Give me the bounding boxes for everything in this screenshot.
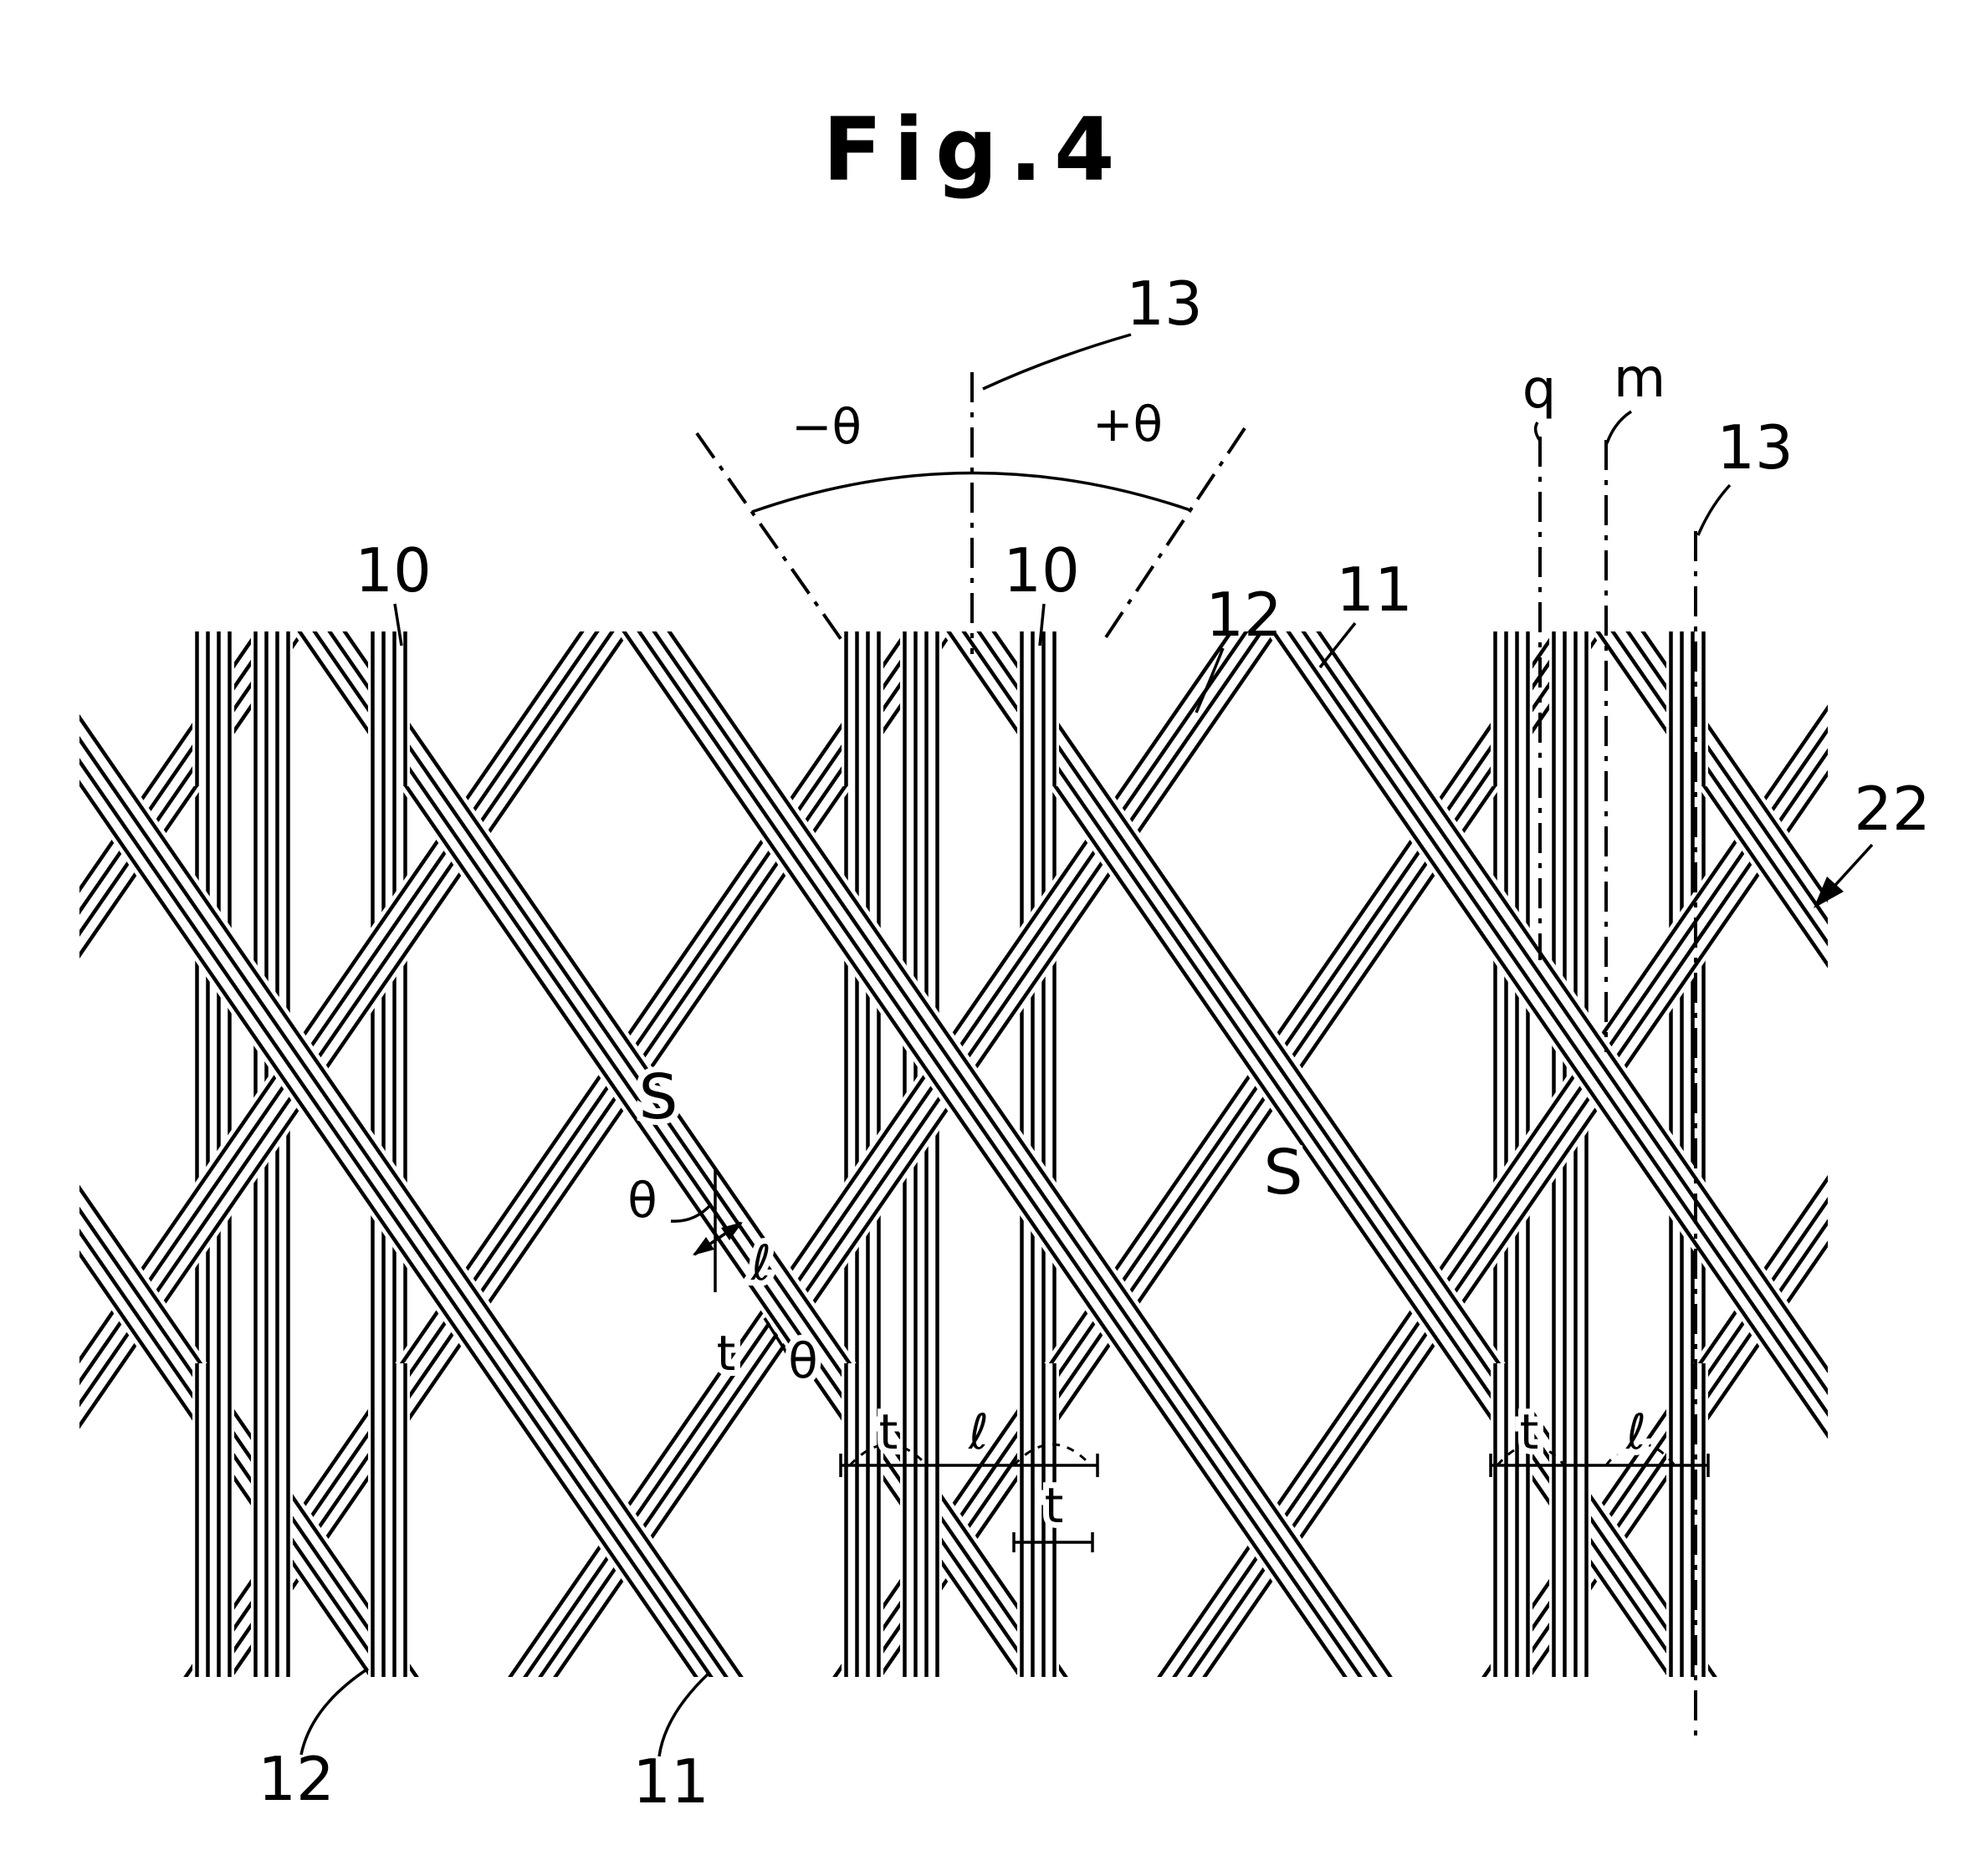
axis-lines (695, 372, 1697, 1738)
arrowhead (693, 1237, 714, 1255)
t-label-bottom-center-1: t (879, 1403, 898, 1460)
ref-11-bottom: 11 (632, 1746, 709, 1817)
vertical-strand-over (1549, 1363, 1591, 1677)
fan-angle-arc (751, 471, 1191, 514)
leader-theta-2 (763, 1317, 790, 1356)
ref-13-top: 13 (1126, 268, 1203, 339)
leader-11-bottom (657, 1671, 711, 1757)
plus-theta-label: +θ (1092, 396, 1163, 452)
vertical-strand-over (192, 631, 234, 786)
vertical-strand-over (368, 1363, 410, 1677)
leader-11-top (1318, 621, 1357, 669)
vertical-strand-over (1549, 631, 1591, 786)
vertical-strand-over (1491, 631, 1532, 786)
diagonal-strand-right (79, 707, 749, 1677)
leader-q (1533, 422, 1542, 442)
leader-13-right (1696, 483, 1732, 536)
vertical-strand-over (1666, 631, 1708, 786)
theta-label-2: θ (788, 1332, 818, 1389)
leader-13-top (982, 333, 1132, 391)
diagonal-strand-right (941, 631, 1722, 1677)
vertical-strand-over (842, 631, 883, 786)
vertical-strand-over (842, 1363, 883, 1677)
t-label-bottom-center-2: t (1045, 1477, 1064, 1534)
leader-10-center (1038, 603, 1046, 647)
theta-label-1: θ (627, 1172, 657, 1229)
fan-minus-theta-line (695, 432, 845, 644)
diagonal-strand-left (79, 631, 635, 1436)
leader-12-bottom (299, 1667, 369, 1756)
opening-s-right: S (1264, 1137, 1303, 1209)
vertical-strand-over (368, 631, 410, 786)
fan-plus-theta-line (1104, 427, 1246, 639)
leader-m (1605, 410, 1632, 444)
dimension-marks (670, 1169, 1710, 1552)
ref-12-bottom: 12 (258, 1744, 335, 1814)
arrow-22-head (1814, 877, 1844, 908)
ell-label-mid: ℓ (750, 1234, 771, 1291)
t-label-mid: t (717, 1325, 736, 1382)
ref-10-center: 10 (1003, 535, 1080, 606)
leader-12-top (1195, 647, 1225, 713)
ell-label-bottom-center: ℓ (968, 1403, 989, 1460)
vertical-strand-over (900, 1363, 942, 1677)
dashed-arc (848, 1443, 929, 1467)
ref-10-left: 10 (355, 535, 432, 606)
vertical-strand-over (900, 631, 942, 786)
vertical-strand-over (1666, 1363, 1708, 1677)
label-m: m (1614, 348, 1665, 410)
vertical-strand-over (251, 631, 293, 786)
dashed-arc (1012, 1443, 1092, 1467)
minus-theta-label: −θ (791, 398, 862, 455)
label-q: q (1522, 359, 1557, 421)
vertical-strand-over (1491, 1363, 1532, 1677)
t-label-bottom-right: t (1520, 1403, 1539, 1460)
leader-lines (299, 333, 1874, 1757)
figure-title: Fig.4 (822, 99, 1126, 201)
leader-theta-1 (670, 1203, 713, 1223)
diagonal-strand-right (617, 631, 1398, 1677)
vertical-strand-over (251, 1363, 293, 1677)
ref-13-right: 13 (1717, 412, 1793, 483)
ref-11-top: 11 (1336, 555, 1413, 625)
vertical-strand-over (1017, 631, 1059, 786)
vertical-strand-over (1017, 1363, 1059, 1677)
braid-mesh (79, 631, 1828, 1677)
ell-label-bottom-right: ℓ (1625, 1403, 1646, 1460)
ref-12-top: 12 (1205, 580, 1282, 650)
arrowhead (721, 1222, 743, 1240)
ref-22: 22 (1854, 774, 1931, 844)
leader-10-left (393, 603, 403, 647)
vertical-strand-over (192, 1363, 234, 1677)
opening-s-left: S (639, 1061, 678, 1133)
diagonal-strand-right (1266, 631, 1828, 1446)
